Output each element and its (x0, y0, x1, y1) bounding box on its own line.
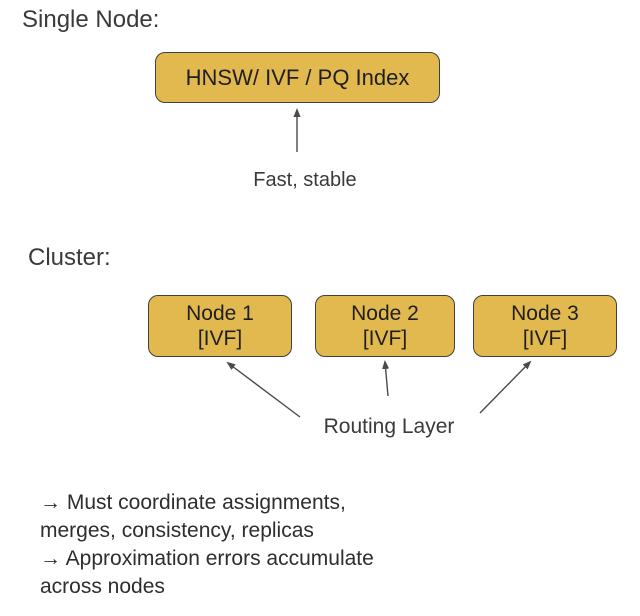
node-2-box: Node 2 [IVF] (315, 295, 455, 357)
note-line-approximation-1: → Approximation errors accumulate (40, 547, 374, 570)
note-line-coordinate-1: → Must coordinate assignments, (40, 491, 346, 514)
fast-stable-caption: Fast, stable (253, 169, 357, 191)
note-line-coordinate-2: merges, consistency, replicas (40, 519, 314, 542)
notes-block: → Must coordinate assignments, merges, c… (40, 489, 374, 601)
note-line-approximation-2: across nodes (40, 575, 165, 598)
node-1-name: Node 1 (186, 302, 254, 325)
node-3-name: Node 3 (511, 302, 579, 325)
cluster-heading: Cluster: (28, 244, 111, 271)
hnsw-ivf-pq-index-label: HNSW/ IVF / PQ Index (185, 64, 410, 90)
node-1-index-type: [IVF] (197, 327, 243, 350)
single-node-heading: Single Node: (22, 6, 160, 33)
node-3-box: Node 3 [IVF] (473, 295, 617, 357)
node-3-index-type: [IVF] (522, 327, 568, 350)
hnsw-ivf-pq-index-box: HNSW/ IVF / PQ Index (155, 52, 440, 103)
node-2-name: Node 2 (351, 302, 419, 325)
node-2-index-type: [IVF] (362, 327, 408, 350)
arrow-routing-to-node2 (382, 360, 390, 397)
routing-layer-label: Routing Layer (323, 415, 455, 438)
arrow-routing-to-node1 (226, 361, 301, 418)
node-1-box: Node 1 [IVF] (148, 295, 292, 357)
arrow-routing-to-node3 (479, 360, 532, 414)
